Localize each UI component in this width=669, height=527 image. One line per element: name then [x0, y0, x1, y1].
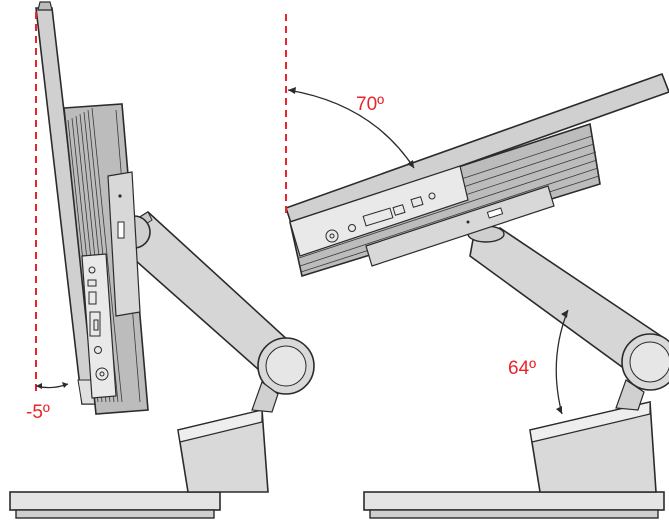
right-stand-arm	[467, 225, 669, 411]
arm-angle-arc	[555, 309, 569, 415]
tilt-angle-arc	[287, 89, 415, 169]
right-tilt-label: 70º	[356, 94, 384, 115]
left-angle-indicator: -5º	[26, 12, 69, 423]
right-monitor-body	[284, 72, 669, 278]
arm-angle-label: 64º	[508, 358, 536, 379]
left-monitor-view: -5º	[9, 1, 315, 519]
left-base	[9, 491, 221, 519]
right-angle-indicator: 70º 64º	[285, 14, 569, 415]
left-tilt-label: -5º	[26, 402, 50, 423]
left-monitor-body	[35, 1, 149, 415]
right-stand-column	[529, 401, 657, 493]
left-stand-arm	[117, 210, 315, 413]
right-monitor-view: 70º 64º	[284, 14, 669, 519]
right-base	[363, 491, 665, 519]
left-stand-column	[177, 409, 269, 493]
